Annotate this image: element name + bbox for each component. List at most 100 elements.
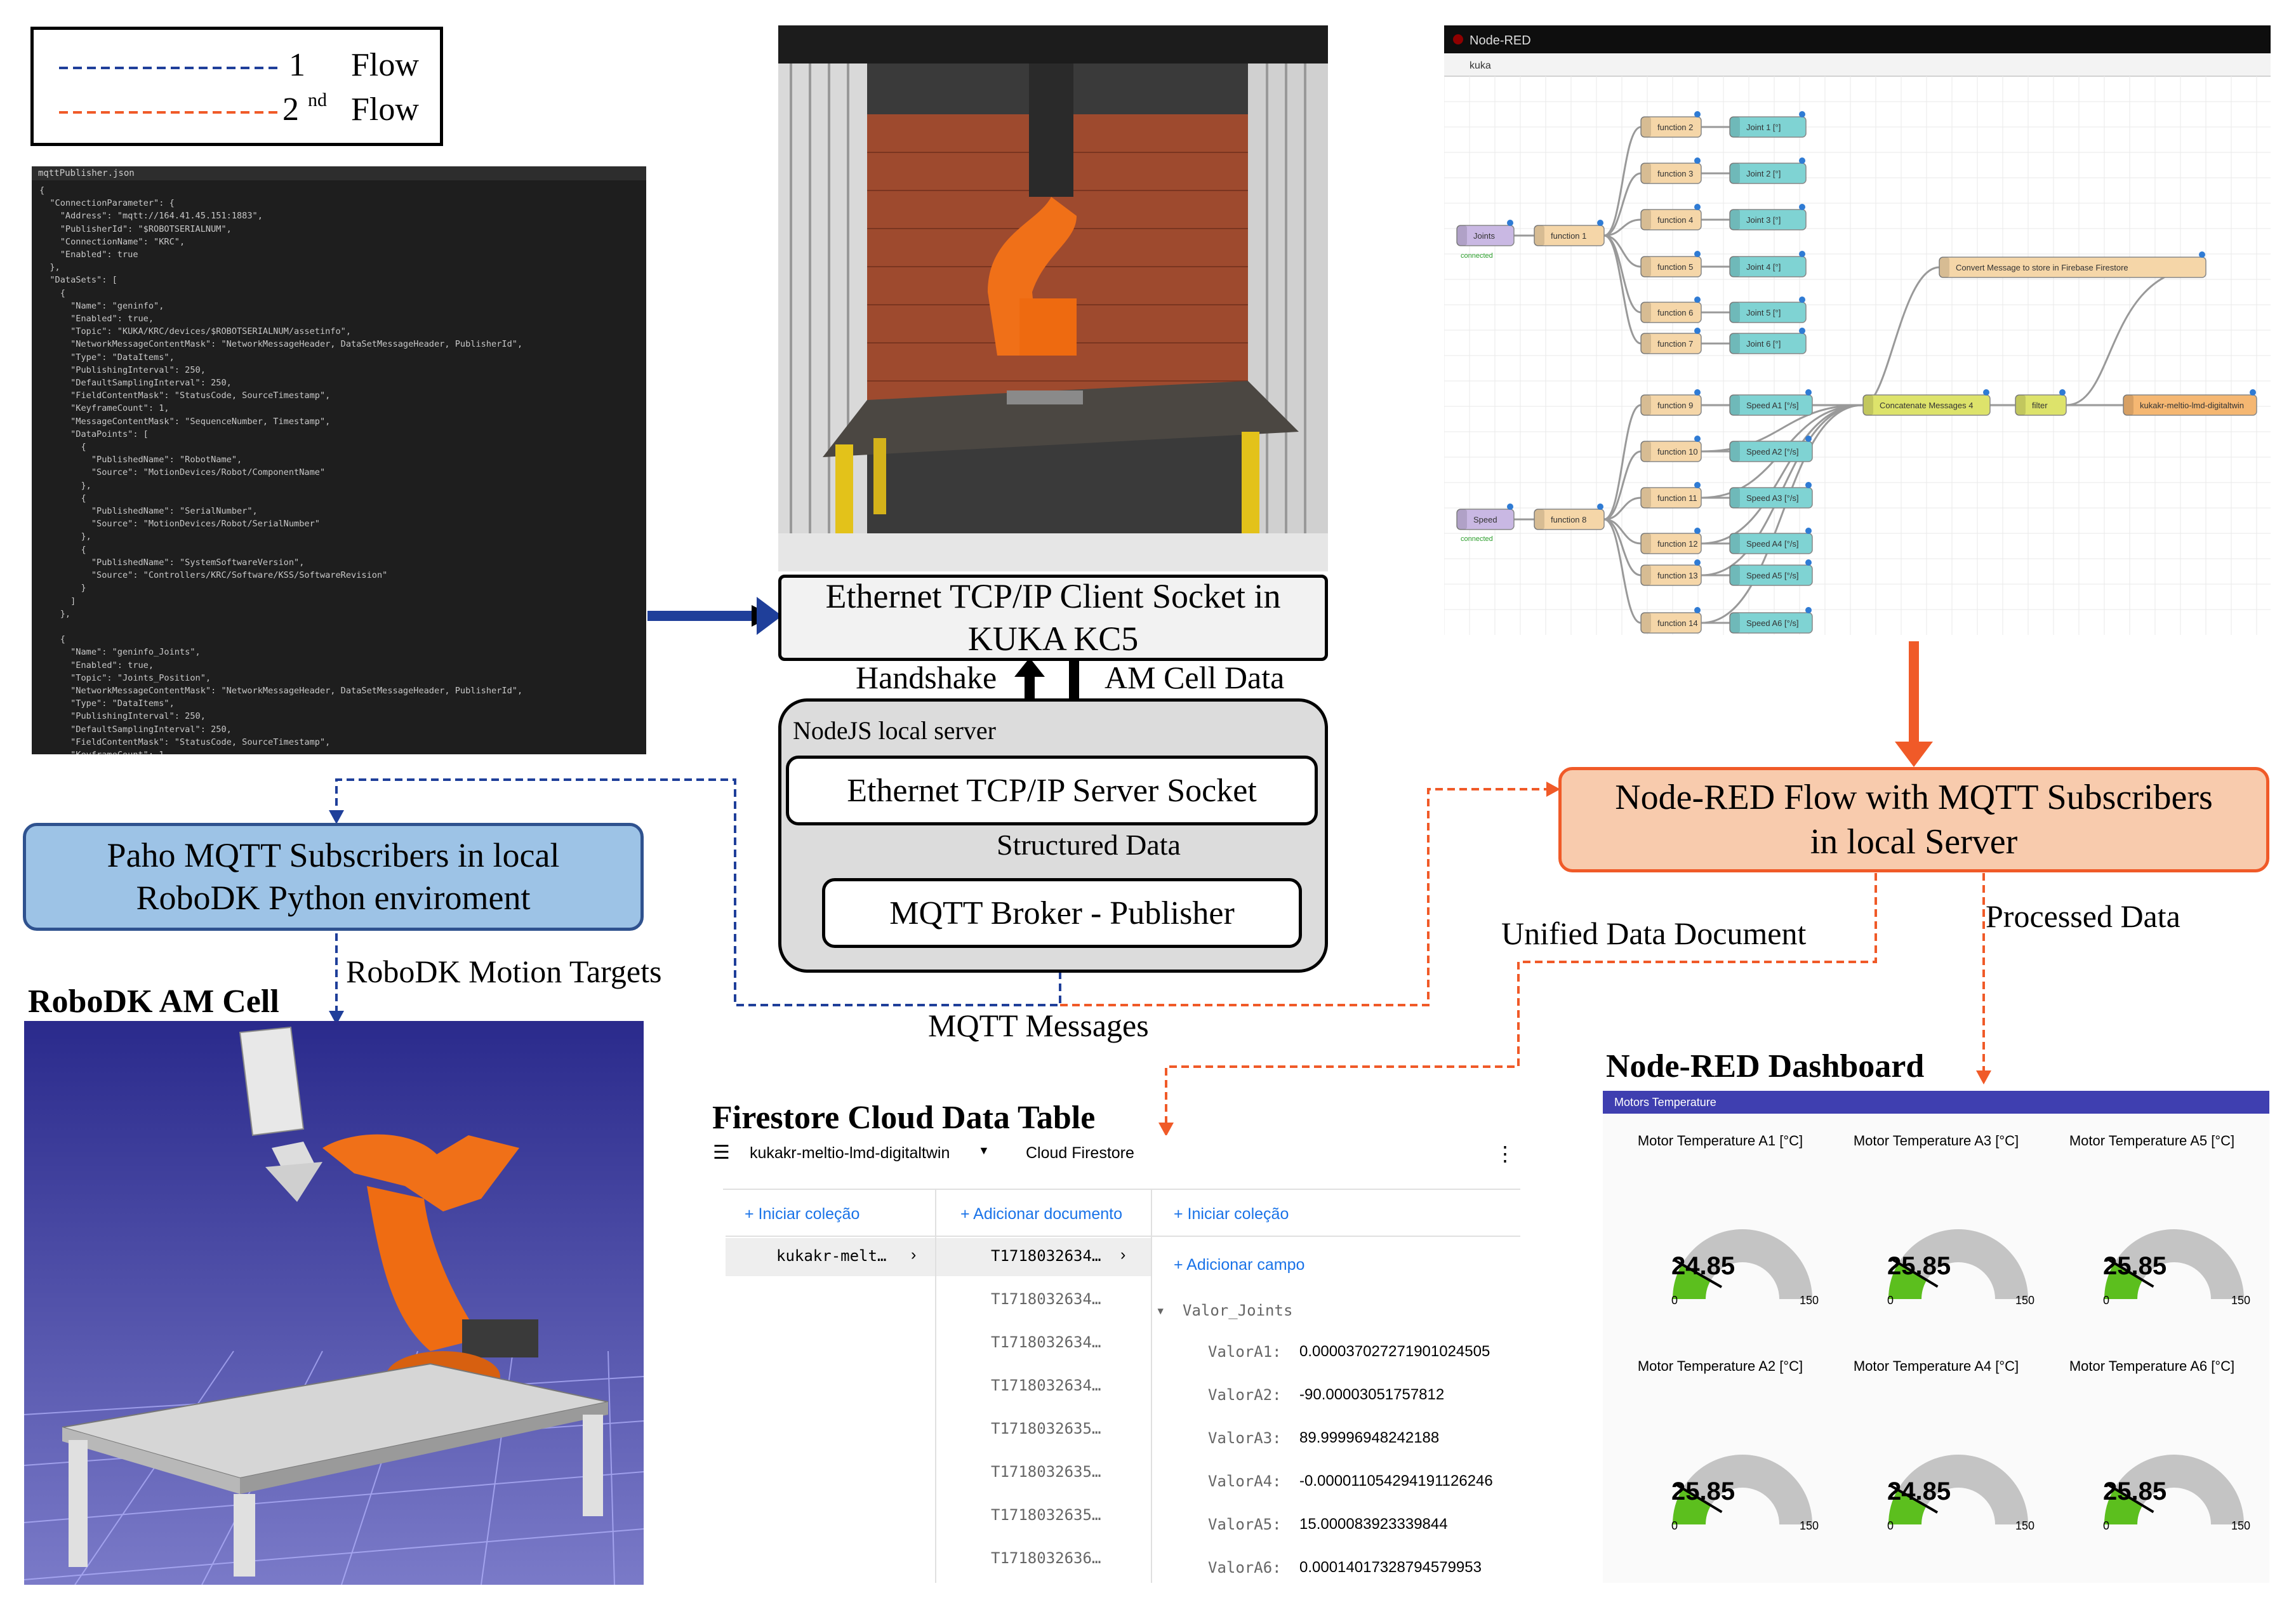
gauge-max: 150 [2015, 1519, 2035, 1532]
function-node-label: function 1 [1551, 231, 1586, 241]
document-item[interactable]: T1718032634… [991, 1247, 1101, 1265]
chevron-down-icon[interactable]: ▼ [978, 1144, 990, 1157]
field-value[interactable]: -0.000011054294191126246 [1299, 1472, 1493, 1490]
function-node[interactable]: function 5 [1640, 251, 1702, 277]
code-line: }, [39, 608, 71, 619]
function-node-label: function 11 [1657, 493, 1697, 503]
gauge-node-joint[interactable]: Joint 2 [°] [1729, 157, 1807, 184]
function-node[interactable]: function 3 [1640, 157, 1702, 184]
gauge-arc [1888, 1229, 2028, 1299]
nodered-editor-title: Node-RED [1470, 34, 1531, 48]
gauge-node-joint[interactable]: Joint 5 [°] [1729, 297, 1807, 323]
flow1-broker-to-paho [335, 778, 1061, 1006]
gauge-node-joint[interactable]: Joint 1 [°] [1729, 111, 1807, 138]
document-item[interactable]: T1718032636… [991, 1549, 1101, 1567]
code-line: }, [39, 480, 91, 491]
document-row-selected[interactable] [936, 1238, 1151, 1276]
code-line: "PublisherId": "$ROBOTSERIALNUM", [39, 223, 232, 234]
convert-node[interactable]: Convert Message to store in Firebase Fir… [1939, 251, 2206, 278]
field-value[interactable]: 15.000083923339844 [1299, 1516, 1448, 1533]
arrow-handshake-head [1014, 658, 1045, 677]
document-item[interactable]: T1718032634… [991, 1377, 1101, 1394]
join-node[interactable]: Concatenate Messages 4 [1862, 389, 1991, 416]
gauge-arc [1888, 1455, 2028, 1524]
function-node[interactable]: function 11 [1640, 482, 1702, 509]
function-node[interactable]: function 9 [1640, 389, 1702, 416]
gauge-node-speed[interactable]: Speed A2 [°/s] [1729, 436, 1813, 462]
code-line: "DataPoints": [ [39, 429, 149, 439]
function-node[interactable]: function 8 [1534, 503, 1605, 530]
convert-node-label: Convert Message to store in Firebase Fir… [1956, 263, 2128, 272]
function-node-label: function 14 [1657, 618, 1698, 628]
function-node[interactable]: function 6 [1640, 297, 1702, 323]
gauge-title: Motor Temperature A5 [°C] [2069, 1133, 2235, 1149]
add-document-button[interactable]: + Adicionar documento [960, 1205, 1123, 1223]
function-node-label: function 2 [1657, 123, 1693, 132]
am-cell-photo [778, 25, 1328, 571]
gauge-node-speed[interactable]: Speed A4 [°/s] [1729, 528, 1813, 554]
document-item[interactable]: T1718032635… [991, 1463, 1101, 1481]
gauge-node-joint-label: Joint 5 [°] [1746, 308, 1781, 317]
arrow-code-to-client-head [757, 597, 782, 635]
nodejs-label: NodeJS local server [793, 716, 996, 745]
join-node-label: Concatenate Messages 4 [1880, 401, 1973, 410]
start-collection-button-1[interactable]: + Iniciar coleção [745, 1205, 860, 1223]
start-collection-label-2: Iniciar coleção [1187, 1205, 1289, 1223]
flow-wire [1701, 404, 1864, 624]
filter-node[interactable]: filter [2015, 389, 2067, 416]
function-node[interactable]: function 14 [1640, 607, 1702, 634]
firestore-out-node[interactable]: kukakr-meltio-lmd-digitaltwin [2123, 389, 2257, 416]
map-field-name: Valor_Joints [1183, 1302, 1293, 1319]
legend: 1 Flow 2 nd Flow [30, 27, 443, 146]
gauge-node-speed[interactable]: Speed A1 [°/s] [1729, 389, 1813, 416]
function-node[interactable]: function 1 [1534, 220, 1605, 246]
more-vert-icon[interactable]: ⋮ [1495, 1142, 1515, 1165]
mqtt-in-speed[interactable]: Speed [1456, 503, 1515, 530]
gauge-node-joint[interactable]: Joint 3 [°] [1729, 204, 1807, 230]
gauge-node-joint[interactable]: Joint 6 [°] [1729, 328, 1807, 354]
document-item[interactable]: T1718032635… [991, 1506, 1101, 1524]
start-collection-label-1: Iniciar coleção [758, 1205, 860, 1223]
legend-label-1: Flow [351, 47, 419, 83]
code-line: "Enabled": true, [39, 314, 154, 324]
gauge-max: 150 [2231, 1519, 2251, 1532]
field-value[interactable]: 0.00003702727190102450​5 [1299, 1343, 1490, 1360]
collection-item[interactable]: kukakr-melt… [776, 1247, 887, 1265]
function-node[interactable]: function 2 [1640, 111, 1702, 138]
menu-icon[interactable]: ☰ [713, 1142, 730, 1163]
firestore-out-node-label: kukakr-meltio-lmd-digitaltwin [2140, 401, 2244, 410]
document-item[interactable]: T1718032635… [991, 1420, 1101, 1437]
field-value[interactable]: 89.99996948242188 [1299, 1429, 1440, 1446]
function-node[interactable]: function 13 [1640, 559, 1702, 586]
gauge-node-speed[interactable]: Speed A3 [°/s] [1729, 482, 1813, 509]
project-selector[interactable]: kukakr-meltio-lmd-digitaltwin [750, 1144, 950, 1162]
gauge-node-joint-label: Joint 1 [°] [1746, 123, 1781, 132]
mqtt-in-joints[interactable]: Joints [1456, 220, 1515, 246]
header-divider [723, 1189, 1520, 1190]
gauge-node-speed[interactable]: Speed A5 [°/s] [1729, 559, 1813, 586]
gauge-title: Motor Temperature A1 [°C] [1637, 1133, 1803, 1149]
field-value[interactable]: 0.00014017328794579953 [1299, 1559, 1482, 1576]
collection-row-selected[interactable] [726, 1238, 935, 1276]
add-field-button[interactable]: + Adicionar campo [1174, 1256, 1305, 1274]
field-value[interactable]: -90.00003051757812 [1299, 1386, 1445, 1403]
gauge-node-speed[interactable]: Speed A6 [°/s] [1729, 607, 1813, 634]
function-node[interactable]: function 7 [1640, 328, 1702, 354]
document-item[interactable]: T1718032634… [991, 1290, 1101, 1308]
code-line: "FieldContentMask": "StatusCode, SourceT… [39, 737, 331, 747]
document-item[interactable]: T1718032634… [991, 1333, 1101, 1351]
code-line: "PublishedName": "SerialNumber", [39, 506, 258, 517]
function-node[interactable]: function 4 [1640, 204, 1702, 230]
map-expand-icon[interactable]: ▾ [1156, 1302, 1165, 1319]
gauge-node-joint[interactable]: Joint 4 [°] [1729, 251, 1807, 277]
function-node-label: function 6 [1657, 308, 1693, 317]
column-divider-2 [1151, 1189, 1152, 1583]
start-collection-button-2[interactable]: + Iniciar coleção [1174, 1205, 1289, 1223]
gauge-min: 0 [1671, 1519, 1678, 1532]
function-node[interactable]: function 12 [1640, 528, 1702, 554]
code-line: { [39, 493, 86, 503]
flow-wire [1701, 404, 1864, 453]
function-node[interactable]: function 10 [1640, 436, 1702, 462]
gauge-needle [1890, 1484, 1939, 1514]
